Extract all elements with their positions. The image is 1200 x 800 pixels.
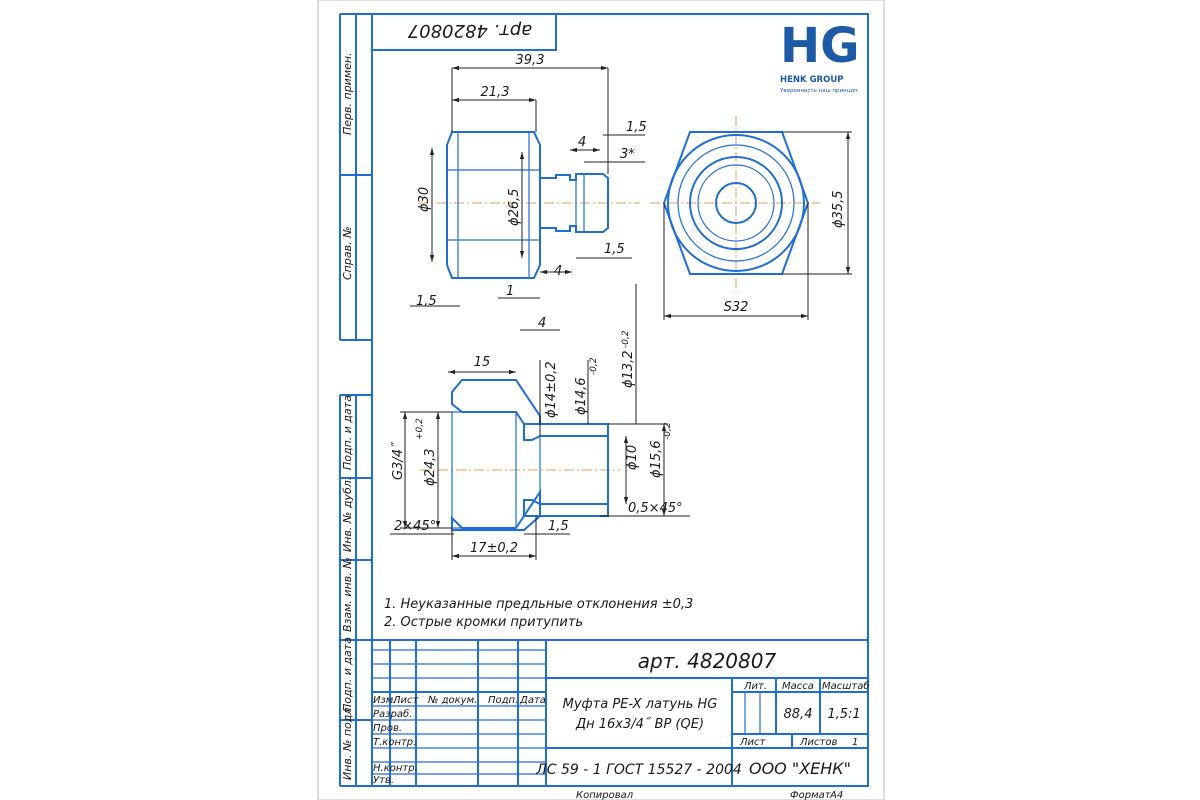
svg-text:Формат: Формат [790, 790, 832, 800]
svg-text:Лист: Лист [739, 737, 767, 748]
svg-text:ϕ14,6: ϕ14,6 [574, 377, 589, 415]
svg-text:HENK GROUP: HENK GROUP [780, 75, 843, 85]
svg-text:1,5: 1,5 [604, 242, 625, 257]
svg-text:Копировал: Копировал [576, 790, 634, 800]
svg-text:A4: A4 [829, 790, 843, 800]
svg-text:2×45°: 2×45° [394, 519, 436, 534]
title-block [372, 639, 868, 786]
note-2: 2. Острые кромки притупить [384, 615, 583, 630]
tb-article: арт. 4820807 [638, 649, 777, 673]
svg-text:ϕ15,6: ϕ15,6 [649, 440, 664, 478]
end-view-dims: ϕ35,5 S32 [663, 131, 852, 320]
svg-text:ϕ35,5: ϕ35,5 [831, 190, 846, 228]
svg-text:1,5: 1,5 [626, 120, 647, 135]
side-view [418, 131, 640, 279]
svg-text:Уверенность наш принцип: Уверенность наш принцип [780, 88, 858, 94]
tb-massa: 88,4 [784, 707, 813, 722]
side-view-dims: 39,3 21,3 1,5 4 3* ϕ30 ϕ26,5 1,5 4 1,5 1… [410, 53, 647, 331]
svg-text:Подп.: Подп. [488, 695, 518, 706]
section-dims: 15 ϕ14±0,2 ϕ14,6 -0,2 ϕ13,2 -0,2 G3/4˝ ϕ… [390, 284, 690, 560]
svg-text:Масштаб: Масштаб [822, 680, 870, 692]
svg-text:Изм.: Изм. [373, 695, 397, 706]
svg-text:Листов: Листов [799, 737, 837, 748]
svg-text:Лит.: Лит. [743, 681, 767, 692]
svg-text:ϕ14±0,2: ϕ14±0,2 [544, 361, 559, 418]
svg-text:1,5: 1,5 [416, 294, 437, 309]
svg-text:-0,2: -0,2 [589, 357, 599, 375]
svg-text:-0,2: -0,2 [663, 422, 673, 440]
drawing-frame [371, 13, 869, 787]
tb-name-2: Дн 16х3/4˝ ВР (QE) [575, 717, 704, 732]
svg-text:1,5: 1,5 [548, 519, 569, 534]
svg-text:Разраб.: Разраб. [373, 708, 412, 720]
side-label-perv: Перв. примен. [341, 52, 354, 135]
side-label-sprav: Справ. № [341, 226, 354, 280]
svg-text:17±0,2: 17±0,2 [470, 541, 518, 556]
svg-text:Масса: Масса [782, 681, 814, 692]
svg-text:0,5×45°: 0,5×45° [628, 501, 683, 516]
svg-text:G3/4˝: G3/4˝ [391, 441, 406, 480]
svg-text:S32: S32 [724, 300, 749, 315]
henk-logo: HG HENK GROUP Уверенность наш принцип [780, 18, 860, 94]
svg-text:1: 1 [852, 737, 858, 748]
tb-company: ООО "ХЕНК" [749, 759, 851, 778]
svg-text:Н.контр.: Н.контр. [373, 763, 418, 774]
title-block-text: арт. 4820807 Изм. Лист № докум. Подп. Да… [373, 649, 870, 800]
tb-name-1: Муфта PE-X латунь HG [563, 697, 718, 712]
svg-text:ϕ26,5: ϕ26,5 [507, 188, 522, 226]
svg-text:4: 4 [554, 264, 562, 279]
side-label-dubl: Инв. № дубл. [341, 477, 354, 552]
svg-text:Утв.: Утв. [373, 775, 394, 786]
svg-text:HG: HG [780, 18, 860, 74]
svg-text:Дата: Дата [519, 695, 546, 706]
svg-text:15: 15 [474, 355, 491, 370]
svg-text:39,3: 39,3 [516, 53, 545, 68]
side-label-vzam: Взам. инв. № [341, 557, 354, 632]
side-strip [339, 13, 372, 787]
note-1: 1. Неуказанные предльные отклонения ±0,3 [384, 597, 693, 612]
svg-text:1: 1 [506, 284, 514, 299]
svg-text:4: 4 [578, 135, 586, 150]
svg-text:-0,2: -0,2 [621, 330, 631, 348]
svg-text:Т.контр.: Т.контр. [373, 737, 416, 748]
side-label-podl: Инв. № подл. [341, 704, 354, 780]
svg-text:ϕ24,3: ϕ24,3 [423, 448, 438, 486]
svg-text:ϕ30: ϕ30 [417, 187, 432, 212]
svg-text:Лист: Лист [392, 695, 420, 706]
paper [317, 0, 885, 800]
tb-scale: 1,5:1 [827, 707, 860, 722]
svg-text:3*: 3* [620, 147, 635, 162]
svg-text:ϕ10: ϕ10 [625, 445, 640, 470]
svg-text:4: 4 [538, 316, 546, 331]
svg-text:Пров.: Пров. [373, 723, 402, 734]
svg-text:арт. 4820807: арт. 4820807 [407, 20, 532, 41]
article-box-top: арт. 4820807 [372, 14, 557, 51]
svg-text:+0,2: +0,2 [415, 418, 425, 440]
svg-text:21,3: 21,3 [481, 85, 510, 100]
side-label-podp2: Подп. и дата [341, 637, 354, 712]
svg-text:№ докум.: № докум. [427, 695, 477, 706]
tb-material: ЛС 59 - 1 ГОСТ 15527 - 2004 [535, 762, 742, 778]
side-label-podp1: Подп. и дата [341, 395, 354, 470]
svg-text:ϕ13,2: ϕ13,2 [621, 350, 636, 388]
